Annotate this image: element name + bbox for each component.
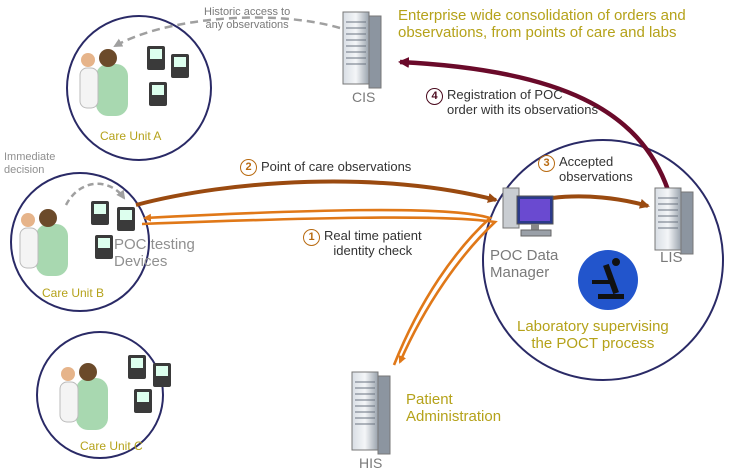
care-unit-b-label: Care Unit B (42, 286, 105, 300)
step-1-badge: 1 (303, 229, 320, 246)
step-4-badge: 4 (426, 88, 443, 105)
patient-doctor-icon-a (79, 49, 128, 116)
lis-label: LIS (660, 249, 683, 266)
care-unit-c-label: Care Unit C (80, 439, 143, 453)
poc-data-manager-label: POC Data Manager (490, 247, 559, 282)
his-server-icon (351, 371, 391, 455)
identity-check-return-line (141, 216, 498, 364)
care-unit-a-label: Care Unit A (100, 129, 162, 143)
step-2-badge: 2 (240, 159, 257, 176)
registration-arrow (398, 56, 671, 191)
poc-device-icons-b (91, 201, 135, 259)
immediate-decision-label: Immediate decision (4, 151, 56, 176)
poc-testing-label: POC testing Devices (114, 236, 195, 271)
computer-icon (502, 187, 554, 237)
patient-admin-label: Patient Administration (406, 391, 502, 426)
cis-server-icon (342, 11, 382, 89)
patient-doctor-icon-b (19, 209, 68, 276)
patient-doctor-icon-c (59, 363, 108, 430)
identity-check-arrow (143, 208, 493, 366)
realtime-text: Real time patient identity check (324, 228, 422, 258)
enterprise-label: Enterprise wide consolidation of orders … (398, 7, 686, 42)
registration-text: Registration of POC order with its obser… (447, 87, 599, 117)
poc-device-icons-a (147, 46, 189, 106)
point-of-care-text: Point of care observations (261, 158, 412, 174)
care-unit-b-circle (10, 172, 150, 312)
lis-server-icon (654, 187, 694, 255)
historic-access-arrow (113, 16, 341, 48)
immediate-decision-arrow (64, 182, 126, 206)
poc-device-icons-c (128, 355, 171, 413)
cis-label: CIS (352, 89, 376, 105)
step-3-badge: 3 (538, 155, 555, 172)
lab-supervising-label: Laboratory supervising the POCT process (517, 318, 669, 353)
accepted-text: Accepted observations (559, 154, 633, 184)
point-of-care-arrow (135, 179, 498, 207)
accepted-observations-arrow (551, 194, 650, 209)
his-label: HIS (359, 455, 383, 471)
historic-access-label: Historic access to any observations (204, 6, 291, 31)
microscope-icon (578, 250, 638, 310)
